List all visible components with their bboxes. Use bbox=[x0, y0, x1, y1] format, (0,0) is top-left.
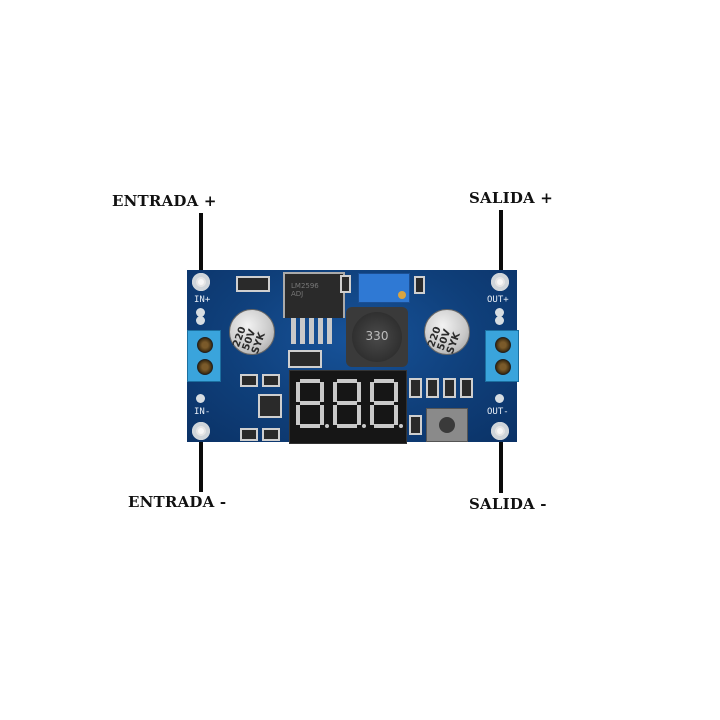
smd-diode bbox=[288, 350, 322, 368]
display-digits bbox=[296, 379, 403, 429]
screw-icon bbox=[495, 359, 511, 375]
capacitor-left: 220 50V SYK bbox=[229, 309, 275, 356]
label-entrada-plus: ENTRADA + bbox=[112, 192, 217, 210]
smd-led bbox=[443, 378, 456, 398]
leader-line-output-minus bbox=[499, 430, 503, 493]
smd-diode bbox=[236, 276, 270, 292]
screw-icon bbox=[197, 359, 213, 375]
smd-resistor bbox=[262, 374, 280, 387]
ic-pin bbox=[318, 318, 323, 344]
smd-resistor bbox=[414, 276, 425, 294]
leader-line-input-plus bbox=[199, 213, 203, 283]
pad-out-plus bbox=[491, 273, 509, 291]
silk-in-plus: IN+ bbox=[194, 295, 211, 305]
seven-segment-display bbox=[289, 370, 407, 444]
screw-icon bbox=[495, 337, 511, 353]
silk-out-minus: OUT- bbox=[487, 407, 509, 417]
regulator-ic: LM2596 ADJ bbox=[283, 272, 345, 318]
label-salida-minus: SALIDA - bbox=[469, 495, 547, 513]
adjust-screw-icon[interactable] bbox=[398, 291, 406, 299]
pad-in-plus bbox=[192, 273, 210, 291]
label-entrada-minus: ENTRADA - bbox=[128, 493, 227, 511]
ic-pin bbox=[291, 318, 296, 344]
smd-led bbox=[460, 378, 473, 398]
capacitor-right: 220 50V SYK bbox=[424, 309, 470, 356]
via bbox=[196, 316, 205, 325]
trimmer-potentiometer[interactable] bbox=[358, 273, 410, 303]
button-knob-icon[interactable] bbox=[439, 417, 455, 433]
via bbox=[495, 316, 504, 325]
ic-marking-line2: ADJ bbox=[291, 290, 304, 298]
ic-pin bbox=[309, 318, 314, 344]
via bbox=[495, 394, 504, 403]
pad-out-minus bbox=[491, 422, 509, 440]
display-mode-push-button[interactable] bbox=[426, 408, 468, 442]
inductor: 330 bbox=[352, 312, 402, 362]
via bbox=[196, 308, 205, 317]
smd-led bbox=[426, 378, 439, 398]
smd-resistor bbox=[409, 415, 422, 435]
smd-resistor bbox=[409, 378, 422, 398]
digit-2 bbox=[333, 379, 366, 429]
smd-resistor bbox=[340, 275, 351, 293]
pad-in-minus bbox=[192, 422, 210, 440]
digit-3 bbox=[370, 379, 403, 429]
digit-1 bbox=[296, 379, 329, 429]
leader-line-output-plus bbox=[499, 210, 503, 283]
screw-icon bbox=[197, 337, 213, 353]
label-salida-plus: SALIDA + bbox=[469, 189, 554, 207]
leader-line-input-minus bbox=[199, 430, 203, 492]
inductor-value: 330 bbox=[365, 329, 389, 343]
smd-resistor bbox=[262, 428, 280, 441]
ic-pin bbox=[300, 318, 305, 344]
smd-resistor bbox=[240, 374, 258, 387]
ic-pin bbox=[327, 318, 332, 344]
output-terminal-block bbox=[485, 330, 519, 382]
ic-marking-line1: LM2596 bbox=[291, 282, 319, 290]
via bbox=[196, 394, 205, 403]
input-terminal-block bbox=[187, 330, 221, 382]
via bbox=[495, 308, 504, 317]
silk-out-plus: OUT+ bbox=[487, 295, 509, 305]
smd-transistor bbox=[258, 394, 282, 418]
silk-in-minus: IN- bbox=[194, 407, 211, 417]
smd-resistor bbox=[240, 428, 258, 441]
